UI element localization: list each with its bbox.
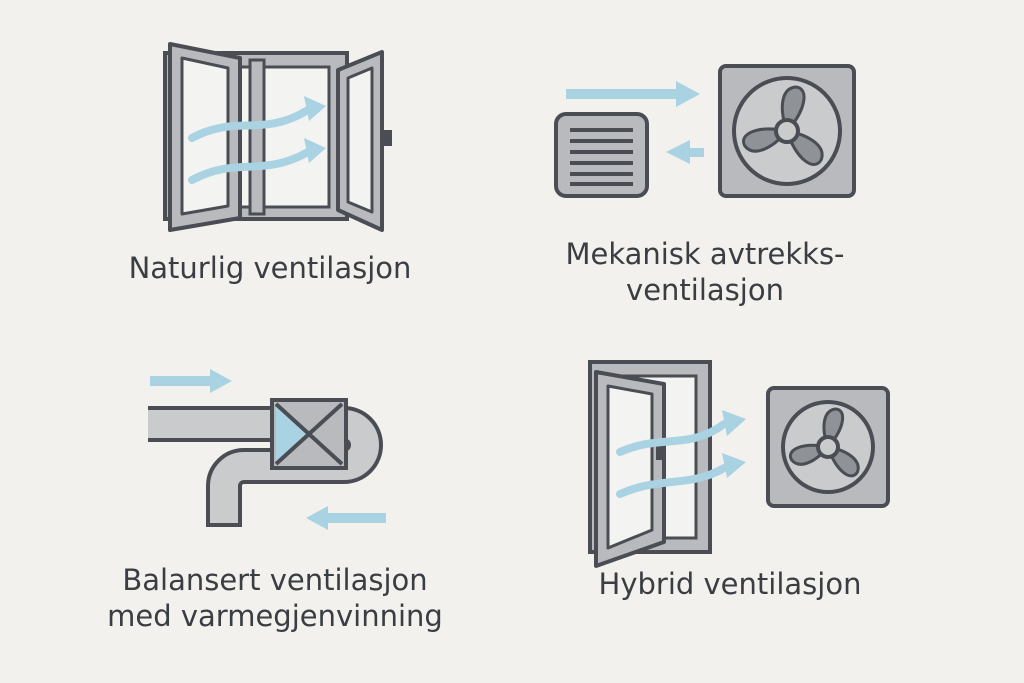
airflow-arrow-icon [150,369,386,530]
exhaust-fan-icon [718,64,856,198]
duct-icon [148,406,383,527]
exhaust-fan-icon [766,386,890,508]
balanced-ventilation-label: Balansert ventilasjon med varmegjenvinni… [107,563,443,633]
mechanical-exhaust-illustration [554,64,856,198]
open-door-window-icon [588,360,712,568]
airflow-arrow-icon [188,106,312,184]
hybrid-ventilation-illustration [588,360,890,568]
natural-ventilation-illustration [163,42,392,232]
hybrid-ventilation-label: Hybrid ventilasjon [598,567,862,601]
open-window-icon [163,42,392,232]
airflow-arrow-icon [616,410,746,498]
heat-exchanger-icon [270,398,348,470]
natural-ventilation-label: Naturlig ventilasjon [128,251,412,285]
airflow-arrowhead-icon [304,96,326,163]
vent-grille-icon [554,112,649,198]
mechanical-exhaust-label: Mekanisk avtrekks- ventilasjon [565,237,845,307]
airflow-arrow-icon [566,81,704,164]
balanced-ventilation-illustration [148,369,386,530]
